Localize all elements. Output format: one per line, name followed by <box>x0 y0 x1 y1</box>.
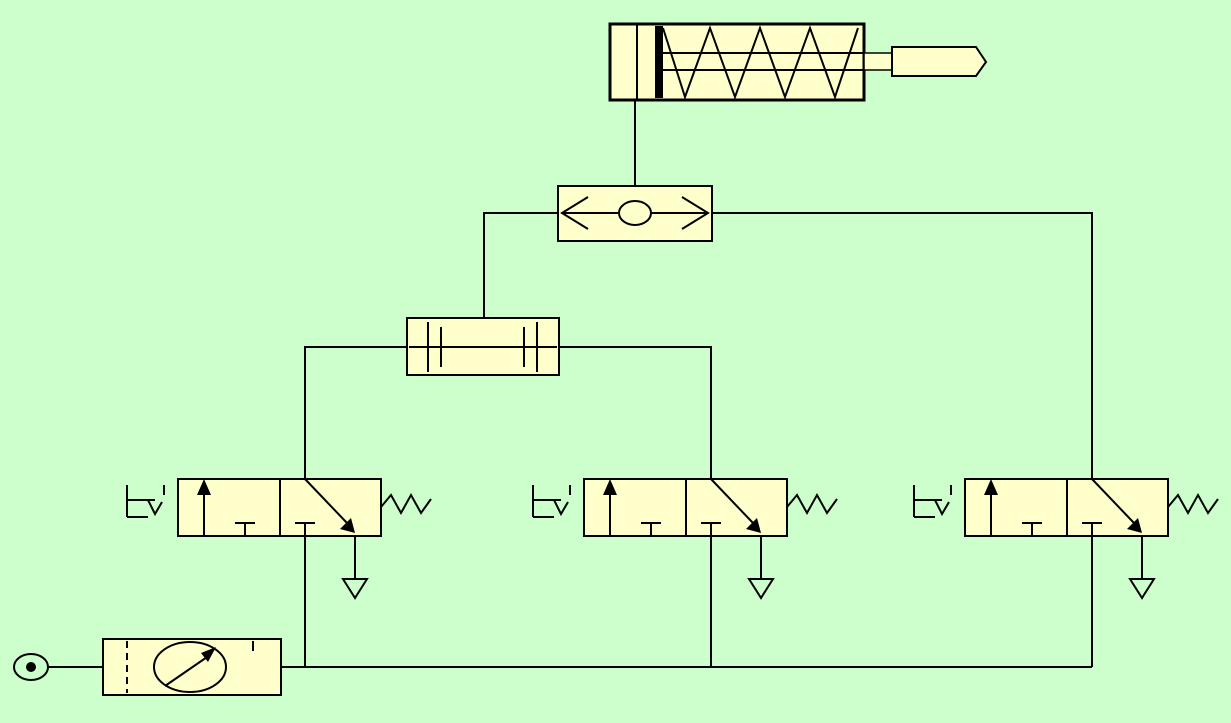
rod-end <box>891 46 988 77</box>
shuttle-valve <box>557 185 713 242</box>
ball-icon <box>618 200 652 226</box>
seat-left-icon <box>560 196 589 230</box>
push-button-valve-1 <box>126 478 432 599</box>
seat-right-icon <box>681 196 710 230</box>
line-and-valve2 <box>559 346 712 478</box>
line-or-and <box>483 212 558 318</box>
service-unit <box>102 638 282 696</box>
push-button-valve-3 <box>913 478 1219 599</box>
push-button-valve-2 <box>532 478 838 599</box>
two-pressure-valve <box>406 317 560 376</box>
piston <box>655 26 663 98</box>
line-and-valve1 <box>304 346 407 478</box>
single-acting-cylinder <box>608 22 988 102</box>
connection-lines <box>48 100 1093 668</box>
pressure-gauge-icon <box>153 641 227 693</box>
air-source-icon <box>13 653 49 681</box>
return-spring-icon <box>662 25 859 101</box>
line-or-valve3 <box>712 212 1093 478</box>
